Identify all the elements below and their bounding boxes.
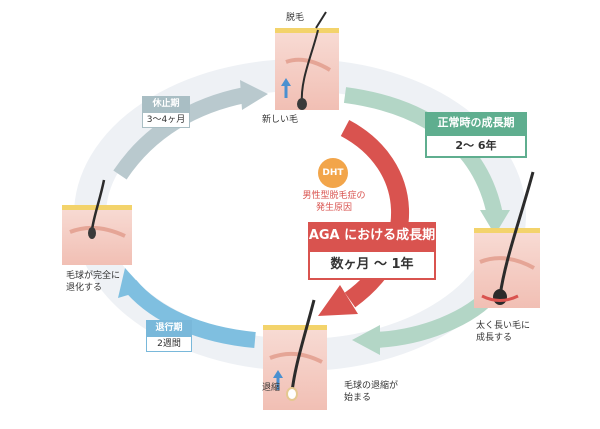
rest-phase-title: 休止期 <box>142 96 190 112</box>
to-regression-arrowhead <box>352 325 380 355</box>
rest-phase-duration: 3～4ヶ月 <box>142 112 190 128</box>
rest-phase-arrowhead <box>240 80 268 110</box>
dht-cause-line2: 発生原因 <box>315 203 352 213</box>
shedding-label: 脱毛 <box>286 13 305 23</box>
dht-cause-line1: 男性型脱毛症の <box>302 191 366 201</box>
normal-growth-duration: 2～ 6年 <box>425 134 527 158</box>
normal-growth-title: 正常時の成長期 <box>425 112 527 134</box>
right-hair-caption-line1: 太く長い毛に <box>476 321 531 331</box>
regression-phase-arrowhead <box>118 268 145 298</box>
right-hair-diagram <box>474 171 540 308</box>
aga-growth-title: AGA における成長期 <box>308 222 436 250</box>
bottom-hair-desc-line1: 毛球の退縮が <box>344 381 399 391</box>
right-hair-caption-line2: 成長する <box>476 333 513 343</box>
shrink-label: 退縮 <box>262 383 281 393</box>
left-hair-diagram <box>62 179 132 265</box>
bottom-hair-desc-line2: 始まる <box>344 393 372 403</box>
bottom-hair-diagram <box>263 299 327 410</box>
regression-phase-title: 退行期 <box>146 320 192 336</box>
aga-growth-duration: 数ヶ月 ～ 1年 <box>308 250 436 280</box>
top-hair-diagram <box>275 11 339 110</box>
normal-growth-arrowhead <box>480 210 510 235</box>
left-hair-caption-line1: 毛球が完全に <box>66 271 121 281</box>
left-hair-caption-line2: 退化する <box>66 283 103 293</box>
dht-badge: DHT <box>318 158 348 188</box>
regression-phase-duration: 2週間 <box>146 336 192 352</box>
new-hair-label: 新しい毛 <box>262 115 299 125</box>
aga-arrowhead <box>318 285 358 316</box>
